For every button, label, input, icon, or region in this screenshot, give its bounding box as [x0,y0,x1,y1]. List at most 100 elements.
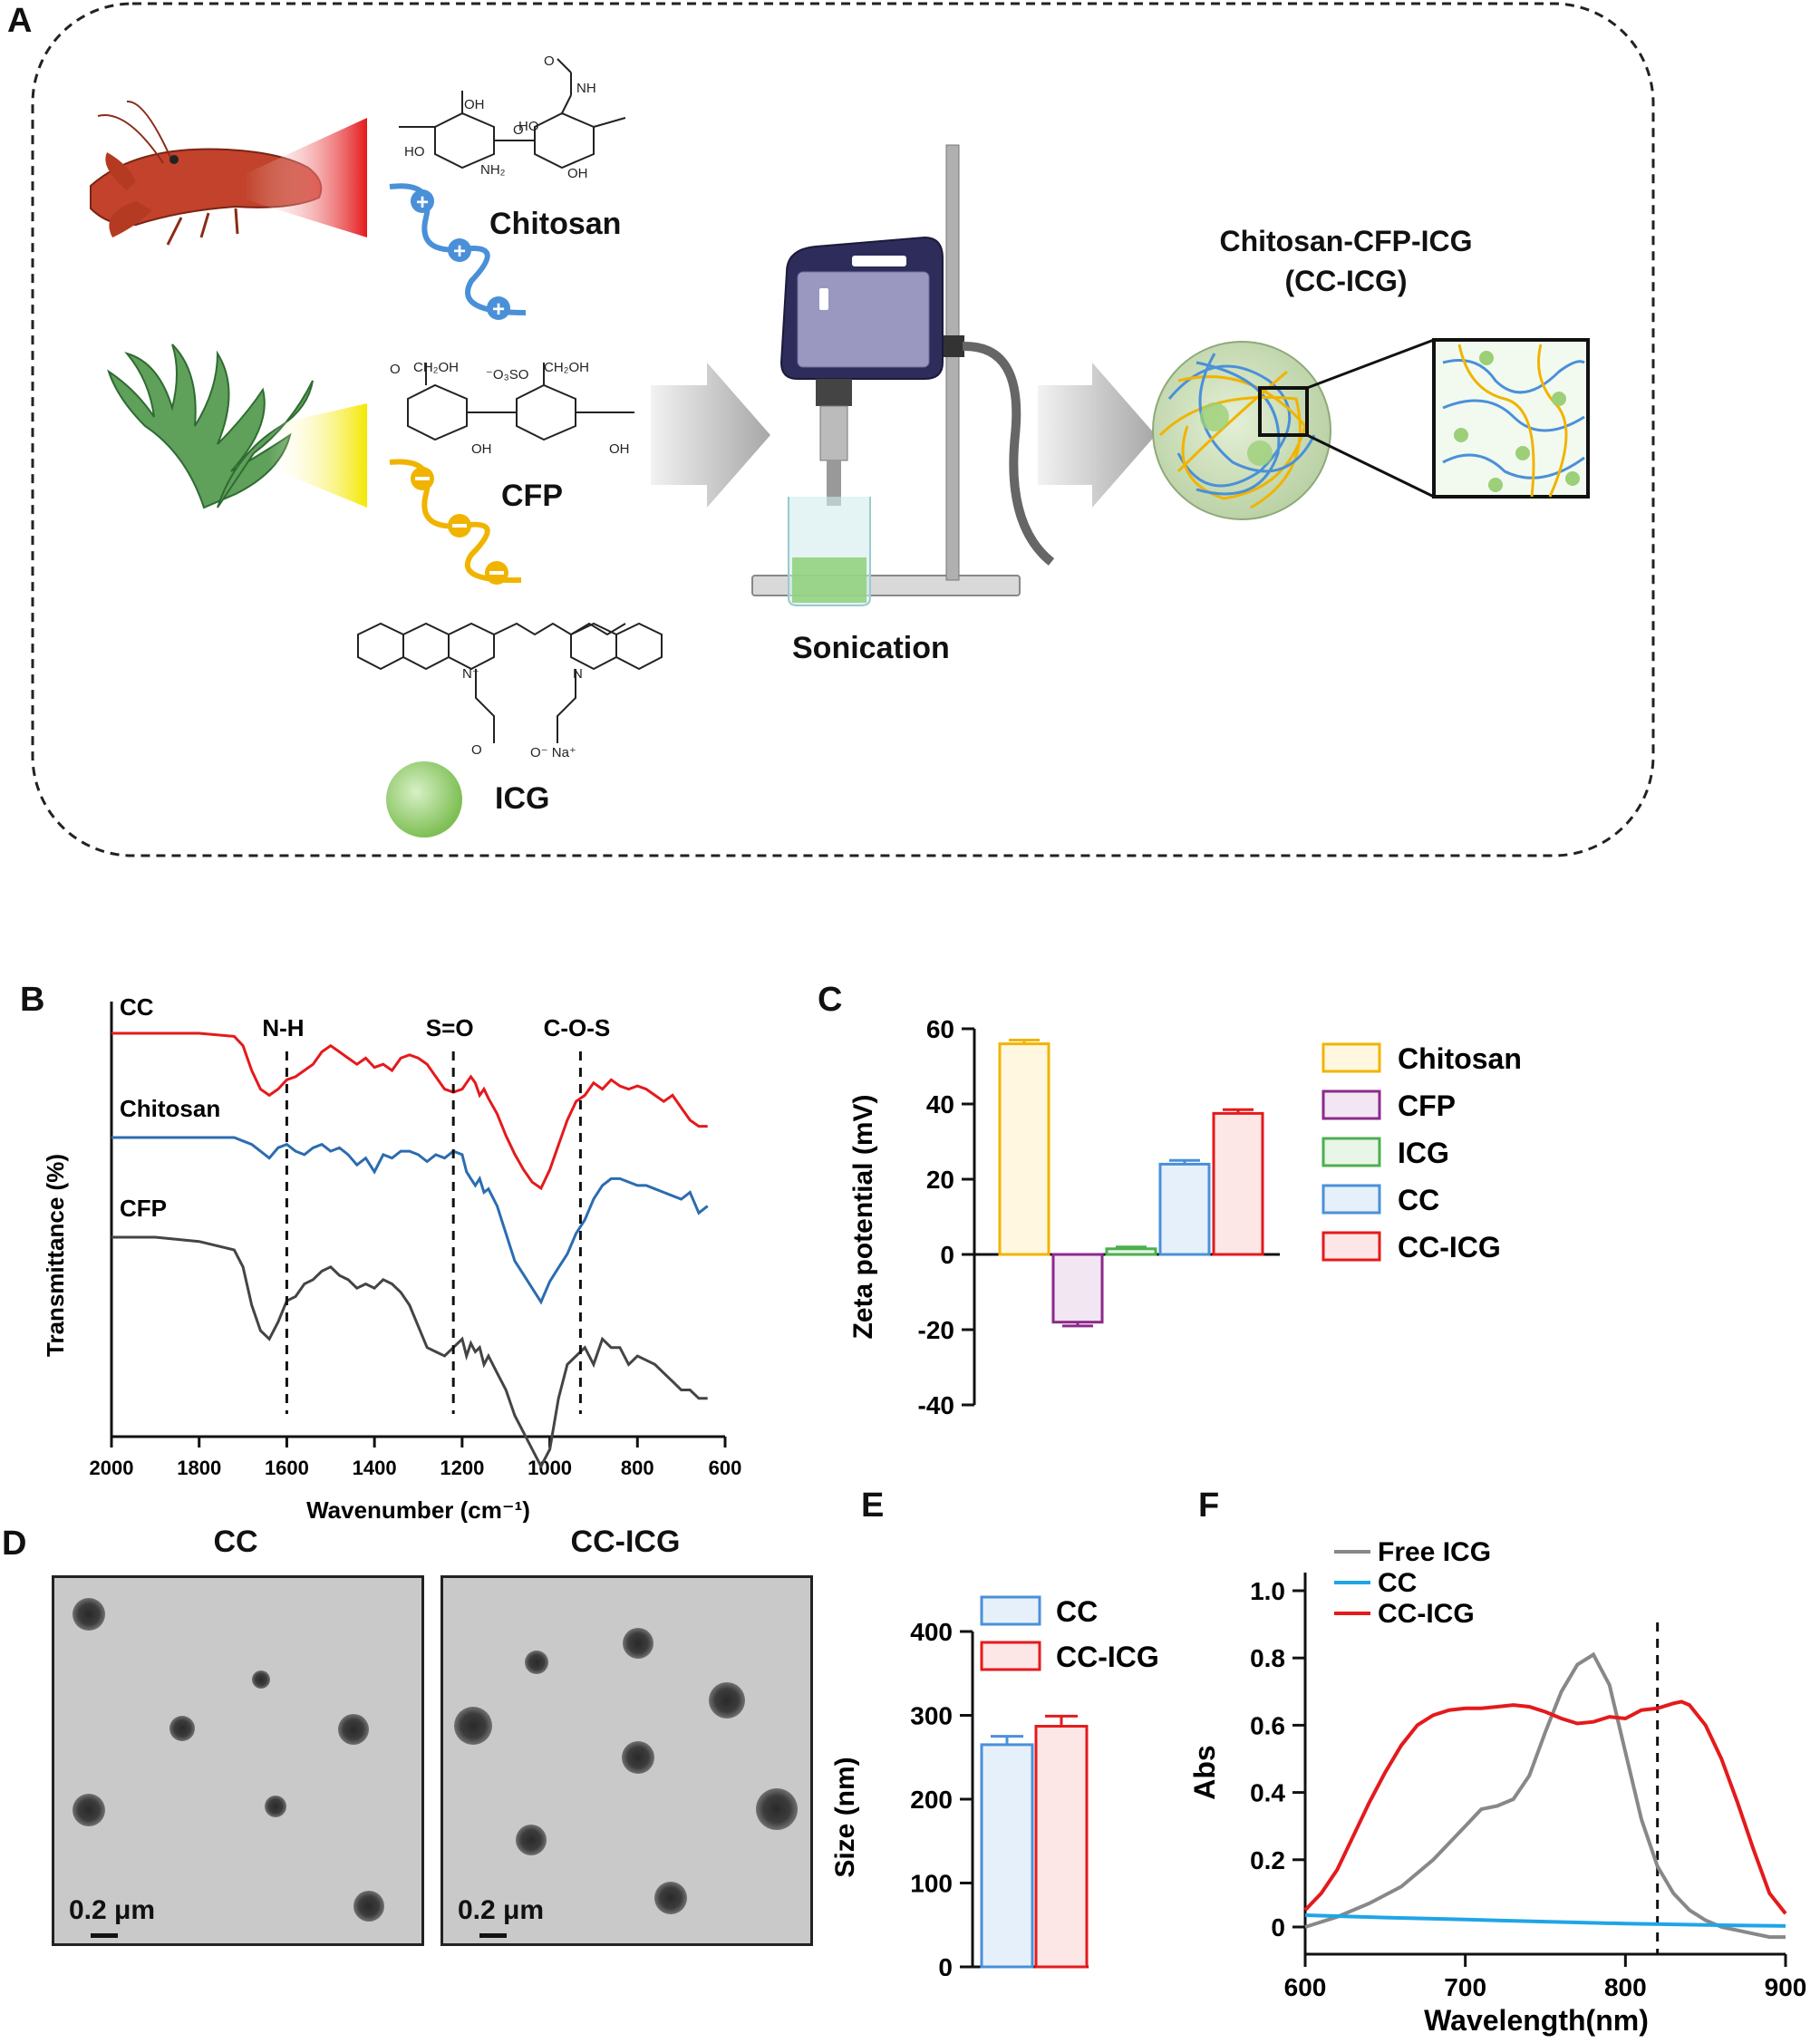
panel-a-border [31,2,1655,857]
panel-c-letter: C [818,981,843,1019]
x-tick-label: 1600 [265,1457,309,1479]
y-tick-label: 100 [910,1870,953,1898]
nanoparticle-dot [756,1788,798,1830]
cfp-chain [389,459,522,585]
y-axis-label: Abs [1188,1745,1221,1799]
panel-a-letter: A [7,2,33,40]
label-nh: NH [576,81,596,96]
series-line-cc-icg [1303,1699,1787,1915]
y-tick-label: -40 [918,1391,954,1419]
label-o-1: O [513,122,524,138]
nanoparticle-dot [525,1651,548,1674]
x-tick-label: 2000 [90,1457,134,1479]
legend-label: Free ICG [1378,1537,1491,1567]
label-n: N [573,666,583,682]
series-label: CFP [120,1195,167,1222]
tem-right-title: CC-ICG [570,1525,681,1559]
bar-cc-icg [1034,1725,1089,1969]
panel-f-letter: F [1198,1486,1220,1525]
label-ho-2: HO [518,119,539,134]
panel-d-letter: D [2,1525,27,1563]
legend-swatch [980,1595,1041,1626]
label-ch2oh-1: CH₂OH [413,360,459,375]
y-axis-label: Size (nm) [830,1757,860,1877]
bar-cfp [1051,1253,1104,1324]
label-ch2oh-2: CH₂OH [544,360,589,375]
panel-a-schematic: + + + OH HO NH₂ O HO NH O OH [31,2,1655,857]
series-label: CC [120,993,154,1021]
legend-label: CC [1056,1595,1098,1628]
label-icg: ICG [495,781,550,816]
nanoparticle-dot [73,1794,105,1826]
scale-bar-cc-icg [479,1933,507,1938]
y-tick-label: 60 [926,1015,954,1043]
legend-swatch [1321,1184,1381,1215]
x-tick-label: 700 [1444,1973,1486,2001]
y-tick-label: 400 [910,1618,953,1646]
label-o-3: O [390,362,401,377]
bar-cc [1158,1162,1211,1256]
legend-label: Chitosan [1398,1042,1522,1075]
y-axis-label: Zeta potential (mV) [848,1094,878,1339]
nanoparticle-dot [622,1741,654,1774]
legend-label: CC-ICG [1398,1231,1501,1264]
cfp-structure-labels: CH₂OH CH₂OH ⁻O₃SO O OH OH [390,360,630,457]
label-n-plus: N⁺ [462,666,479,682]
spectrum-line-cc [111,1031,708,1191]
nanoparticle-dot [623,1628,653,1659]
series-line-free-icg [1304,1651,1786,1940]
scale-label-cc-icg: 0.2 μm [458,1895,545,1925]
nanoparticle-dot [73,1598,105,1631]
legend-swatch [1321,1137,1381,1167]
x-tick-label: 800 [621,1457,654,1479]
label-ho-1: HO [404,144,425,160]
y-tick-label: 40 [926,1090,954,1118]
y-tick-label: 20 [926,1166,954,1194]
legend-swatch [1321,1089,1381,1120]
chitosan-structure-labels: OH HO NH₂ O HO NH O OH [404,53,596,181]
x-tick-label: 600 [709,1457,742,1479]
nanoparticle-dot [516,1825,547,1855]
scale-label-cc: 0.2 μm [69,1895,156,1925]
y-tick-label: 0 [1271,1913,1285,1941]
nanoparticle-dot [454,1707,492,1745]
label-sonication: Sonication [792,631,950,665]
tem-left-title: CC [213,1525,258,1559]
bar-icg [1105,1247,1157,1256]
nanoparticle-illustration [1152,338,1590,520]
label-o-4: O [471,742,482,758]
label-oh-1: OH [464,97,485,112]
label-oso3: ⁻O₃SO [486,367,528,382]
x-tick-label: 1800 [177,1457,221,1479]
label-product-line2: (CC-ICG) [1284,265,1408,297]
label-cfp: CFP [501,479,563,513]
legend-swatch [1321,1231,1381,1262]
y-tick-label: 0.8 [1250,1644,1285,1672]
series-label: Chitosan [120,1095,220,1122]
panel-e-letter: E [861,1486,885,1525]
y-tick-label: 300 [910,1702,953,1730]
legend-label: CC [1398,1184,1439,1216]
y-axis-label: Transmittance (%) [42,1154,69,1357]
y-tick-label: 0.4 [1250,1779,1285,1807]
y-tick-label: 0.2 [1250,1846,1285,1874]
legend-swatch [1321,1042,1381,1073]
x-tick-label: 800 [1604,1973,1647,2001]
y-tick-label: -20 [918,1316,954,1344]
nanoparticle-dot [654,1882,687,1914]
annotation-label: S=O [426,1014,474,1041]
legend-label: CFP [1398,1089,1456,1122]
svg-text:+: + [492,297,505,322]
spectrum-line-chitosan [111,1136,709,1305]
x-tick-label: 600 [1284,1973,1327,2001]
x-tick-label: 1000 [528,1457,572,1479]
bar-cc [980,1743,1034,1969]
legend-label: CC-ICG [1056,1641,1159,1673]
label-oh-3: OH [471,441,492,457]
y-tick-label: 200 [910,1786,953,1814]
annotation-label: C-O-S [544,1014,611,1041]
nanoparticle-dot [252,1670,270,1689]
annotation-label: N-H [262,1014,304,1041]
